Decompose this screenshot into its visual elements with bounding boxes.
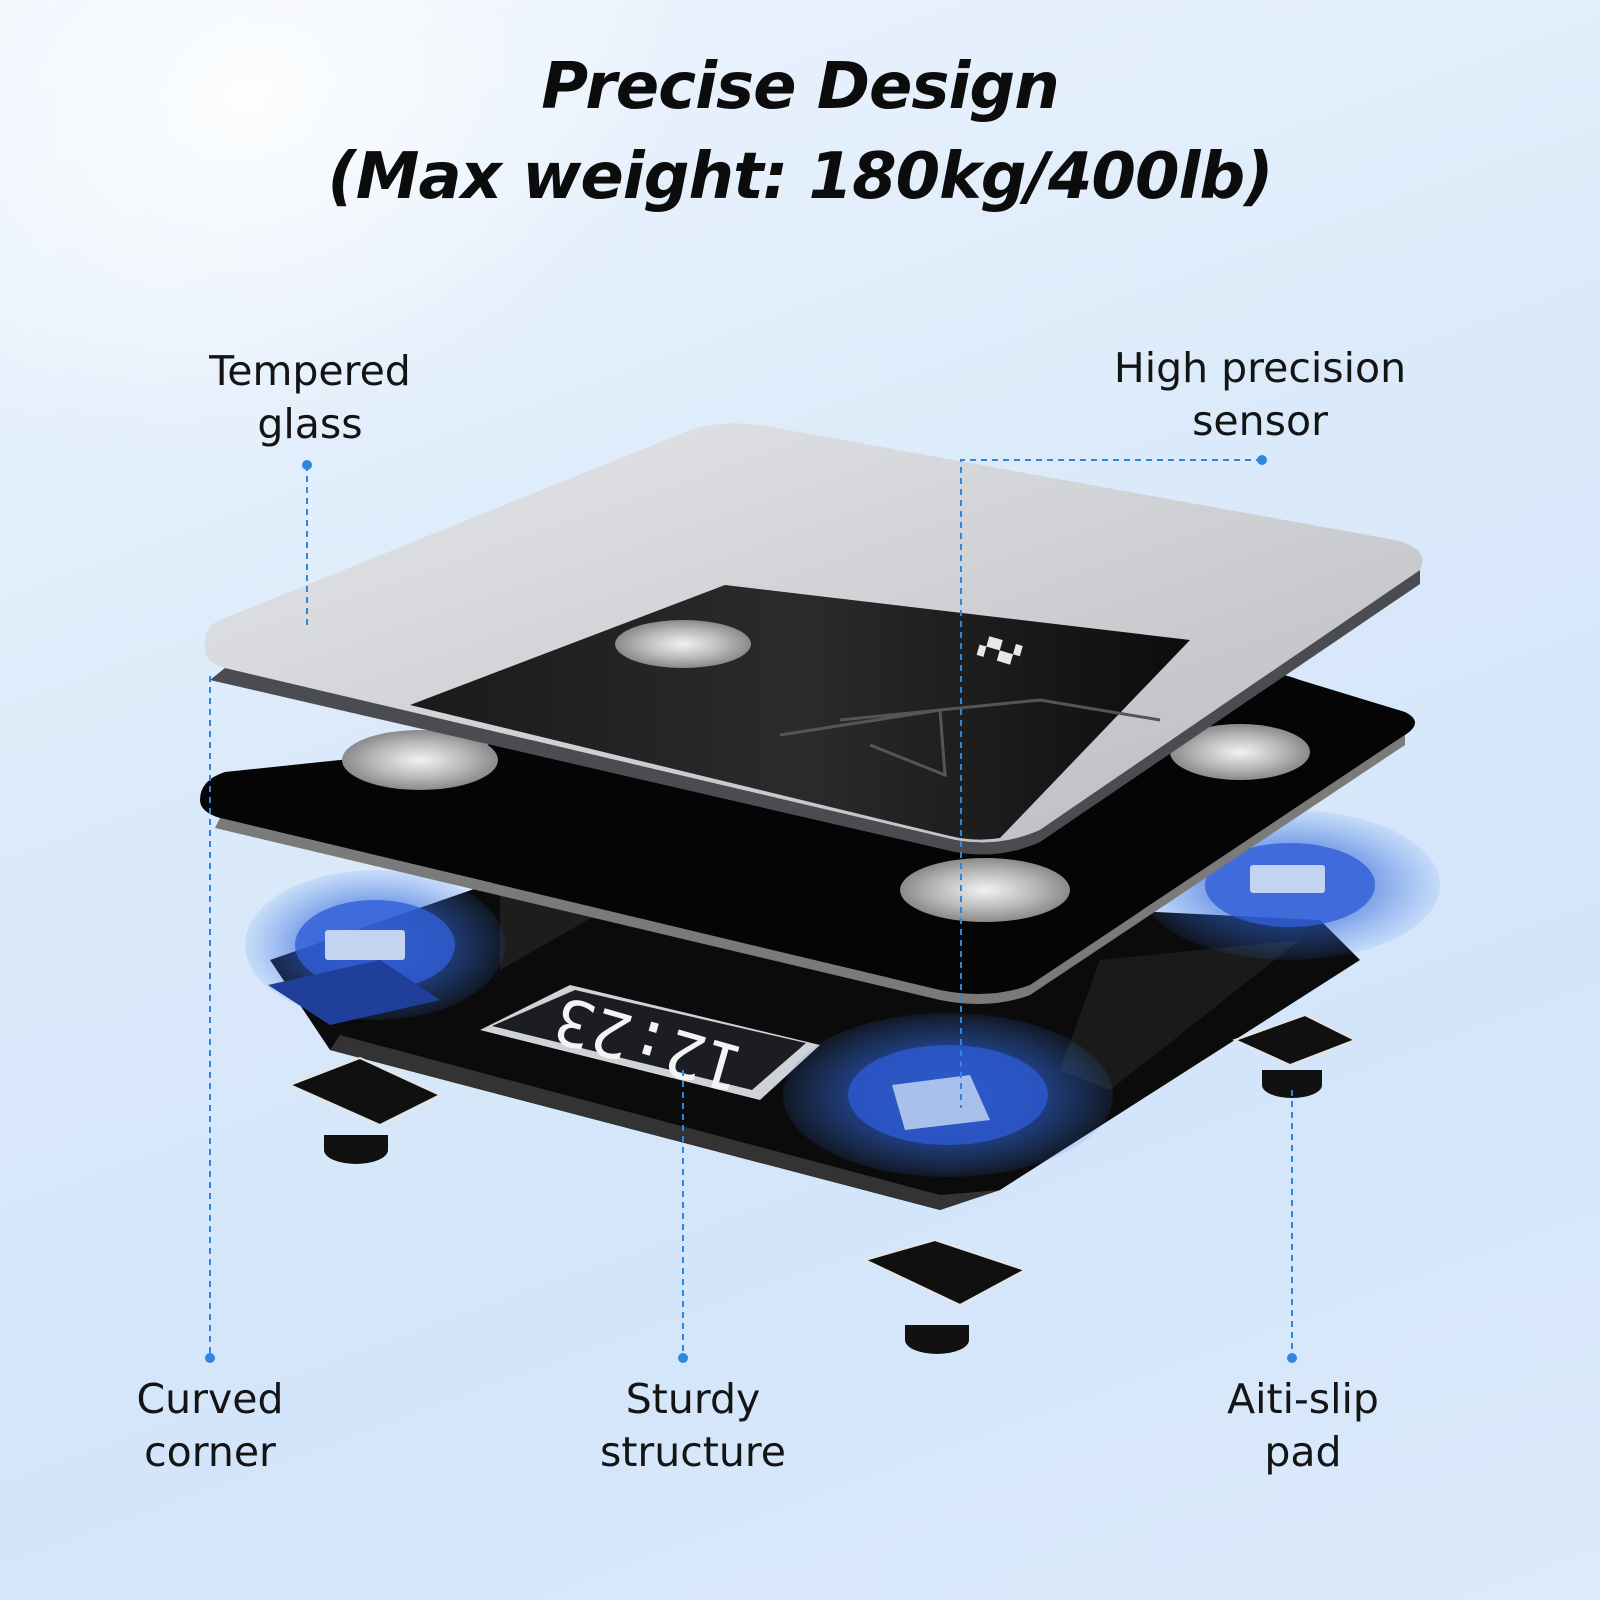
callout-high-precision-sensor: High precision sensor	[1113, 344, 1407, 445]
callout-anti-slip-pad: Aiti-slip pad	[1227, 1375, 1379, 1476]
callout-line-sensor	[960, 459, 1262, 1108]
callout-sturdy-structure: Sturdy structure	[599, 1375, 787, 1476]
foot-front	[862, 1238, 1028, 1354]
foot-right	[1232, 1013, 1358, 1098]
page-subtitle-max-weight: (Max weight: 180kg/400lb)	[327, 140, 1274, 214]
sensor-glow-front	[783, 1013, 1113, 1177]
callout-lines	[209, 459, 1293, 1356]
callout-tempered-glass: Tempered glass	[209, 347, 411, 448]
page-title: Precise Design	[541, 50, 1060, 124]
tempered-glass-top: ▞▚▞	[205, 423, 1423, 855]
callout-curved-corner: Curved corner	[136, 1375, 284, 1476]
foot-left	[287, 1056, 443, 1164]
callout-dots	[205, 455, 1297, 1363]
sensor-glow-left	[245, 870, 505, 1025]
